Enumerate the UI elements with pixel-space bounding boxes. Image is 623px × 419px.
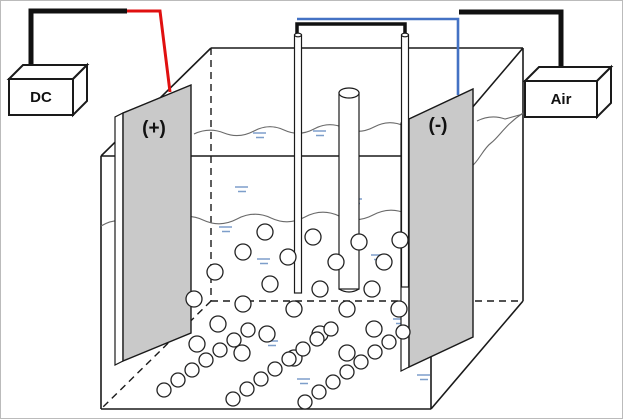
bubble (309, 331, 325, 347)
bubble (267, 361, 283, 377)
anode-label: (+) (142, 118, 166, 139)
bubble (395, 324, 411, 340)
bubble (156, 382, 172, 398)
bubble (198, 352, 214, 368)
center-tube-bottom (338, 288, 360, 293)
anode-plate: (+) (114, 83, 192, 366)
bubble (206, 263, 224, 281)
bubble (311, 280, 329, 298)
bubble (390, 300, 408, 318)
bubble (285, 300, 303, 318)
water-mark (252, 132, 267, 139)
tank-hidden-edges (100, 48, 523, 410)
bubble (375, 253, 393, 271)
bubble (225, 391, 241, 407)
water-mark (234, 186, 249, 193)
bubble (185, 290, 203, 308)
bubble (367, 344, 383, 360)
cathode-plate: (-) (400, 87, 474, 372)
bubble-field (156, 223, 411, 410)
bubble (295, 341, 311, 357)
bubble (240, 322, 256, 338)
bubble (381, 334, 397, 350)
bubble (297, 394, 313, 410)
dc-box-front (8, 78, 74, 116)
water-mark (218, 226, 233, 233)
bubble (212, 342, 228, 358)
bubble (323, 321, 339, 337)
bubble (281, 351, 297, 367)
air-line (459, 9, 564, 75)
bubble (170, 372, 186, 388)
water-mark (416, 374, 431, 381)
dc-cable (28, 8, 127, 75)
sparger-tube-right-top (400, 32, 410, 38)
dc-supply-box: DC (6, 62, 90, 118)
bubble (233, 344, 251, 362)
bubble (234, 243, 252, 261)
water-mark (256, 258, 271, 265)
bubble (209, 315, 227, 333)
bubble (363, 280, 381, 298)
cathode-label: (-) (429, 115, 448, 136)
bubble (350, 233, 368, 251)
bubble (304, 228, 322, 246)
sparger-manifold (295, 22, 407, 38)
air-box-front (524, 80, 598, 118)
air-label: Air (551, 91, 572, 108)
bubble (338, 344, 356, 362)
sparger-tube-left-top (293, 32, 303, 38)
bubble (239, 381, 255, 397)
bubble (339, 364, 355, 380)
bubble (327, 253, 345, 271)
bubble (353, 354, 369, 370)
bubble (184, 362, 200, 378)
sparger-tubes (293, 32, 410, 294)
bubble (279, 248, 297, 266)
wiring (28, 8, 564, 95)
air-supply-box: Air (522, 64, 614, 120)
bubble (256, 223, 274, 241)
bubble (253, 371, 269, 387)
positive-wire (127, 9, 172, 93)
water-mark (312, 130, 327, 137)
bubble (311, 384, 327, 400)
center-tube-cap (338, 87, 360, 99)
bubble (365, 320, 383, 338)
water-mark (296, 378, 311, 385)
negative-wire (297, 17, 460, 95)
bubble (391, 231, 409, 249)
bubble (338, 300, 356, 318)
bubble (226, 332, 242, 348)
dc-label: DC (30, 89, 52, 106)
anode-face (122, 83, 192, 363)
bubble (258, 325, 276, 343)
bubble (188, 335, 206, 353)
anode-side-edge (114, 112, 124, 366)
bubble (261, 275, 279, 293)
sparger-tube-right (400, 34, 410, 288)
bubble (325, 374, 341, 390)
water-surface-top-right (476, 113, 524, 122)
bubble (234, 295, 252, 313)
